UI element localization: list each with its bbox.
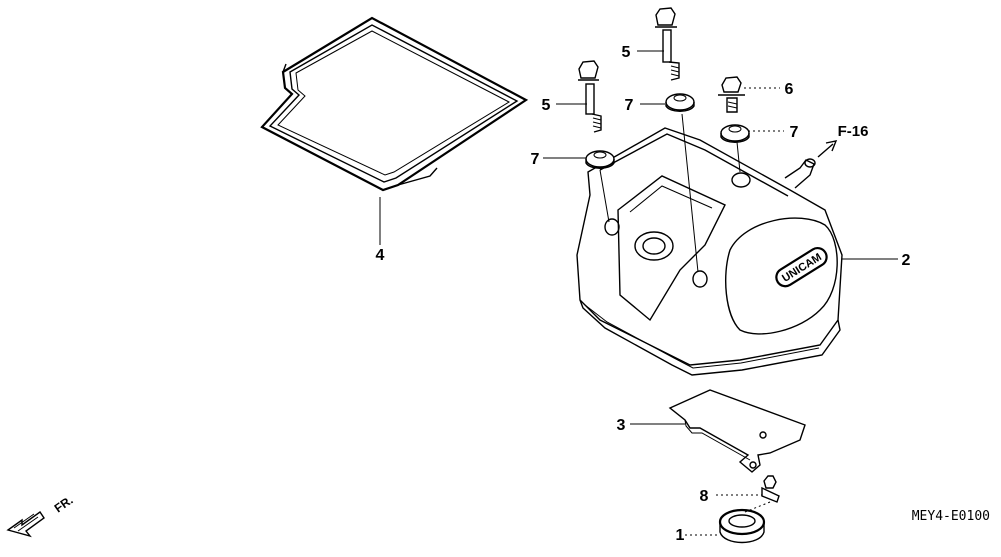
cross-reference-arrow bbox=[817, 140, 838, 158]
gasket-part bbox=[260, 16, 529, 192]
callout-7-middle: 7 bbox=[625, 97, 634, 114]
callout-2: 2 bbox=[902, 252, 911, 269]
washer-7-right bbox=[720, 124, 750, 143]
callout-4: 4 bbox=[376, 247, 385, 264]
bolt-5-left bbox=[578, 60, 602, 133]
callout-7-right: 7 bbox=[790, 124, 799, 141]
callout-6: 6 bbox=[785, 81, 794, 98]
washer-7-middle bbox=[665, 93, 695, 112]
washer-7-left bbox=[585, 150, 615, 169]
bolt-6 bbox=[718, 76, 745, 113]
grommet-part bbox=[718, 508, 766, 544]
callout-7-left: 7 bbox=[531, 151, 540, 168]
bracket-part bbox=[668, 389, 806, 473]
callout-5-left: 5 bbox=[542, 97, 551, 114]
cross-reference-label: F-16 bbox=[838, 123, 869, 140]
diagram-reference-code: MEY4-E0100 bbox=[912, 509, 990, 524]
callout-8: 8 bbox=[700, 488, 709, 505]
bolt-5-right bbox=[655, 7, 680, 81]
leader-lines bbox=[379, 50, 898, 536]
callout-5-right: 5 bbox=[622, 44, 631, 61]
cylinder-head-cover-part: UNICAM bbox=[576, 127, 843, 376]
front-direction-arrow bbox=[6, 511, 45, 538]
unicam-emboss: UNICAM bbox=[775, 246, 828, 288]
callout-3: 3 bbox=[617, 417, 626, 434]
callout-1: 1 bbox=[676, 527, 685, 544]
bolt-8 bbox=[761, 475, 780, 503]
front-indicator-label: FR. bbox=[52, 493, 76, 516]
